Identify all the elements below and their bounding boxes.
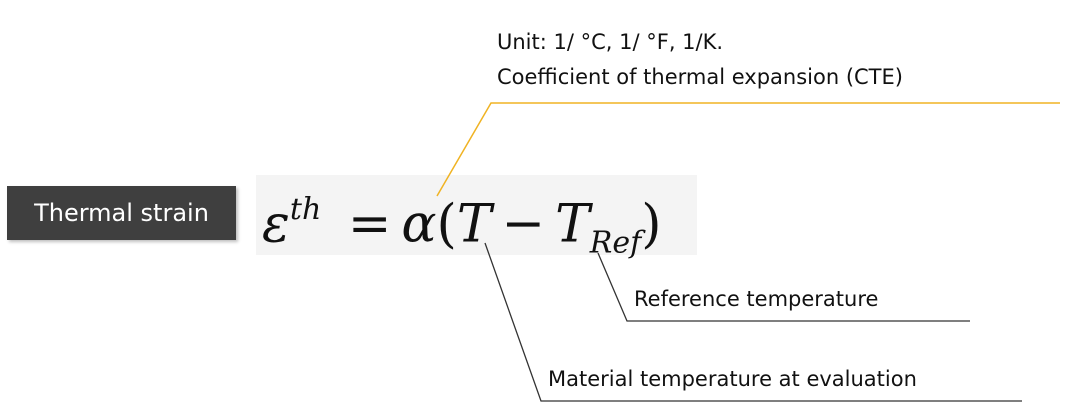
reference-leader-line <box>597 252 970 322</box>
material-temperature-annotation: Material temperature at evaluation <box>548 367 917 391</box>
t-ref-symbol: T <box>555 194 590 255</box>
equals-sign: = <box>347 194 392 255</box>
minus-sign: − <box>501 194 546 255</box>
cte-leader-line <box>436 102 1060 197</box>
reference-temperature-annotation: Reference temperature <box>634 287 879 311</box>
epsilon-symbol: ε <box>262 194 290 255</box>
formula-background <box>256 175 697 255</box>
th-superscript: th <box>289 192 322 227</box>
open-paren: ( <box>436 194 457 255</box>
material-leader-line <box>484 242 1022 402</box>
close-paren: ) <box>641 194 662 255</box>
thermal-strain-formula: εth =α(T−TRef) <box>262 176 698 261</box>
thermal-strain-label: Thermal strain <box>7 186 236 240</box>
alpha-symbol: α <box>401 194 437 255</box>
unit-annotation: Unit: 1/ °C, 1/ °F, 1/K. <box>497 30 724 54</box>
cte-annotation: Coefficient of thermal expansion (CTE) <box>497 65 903 89</box>
